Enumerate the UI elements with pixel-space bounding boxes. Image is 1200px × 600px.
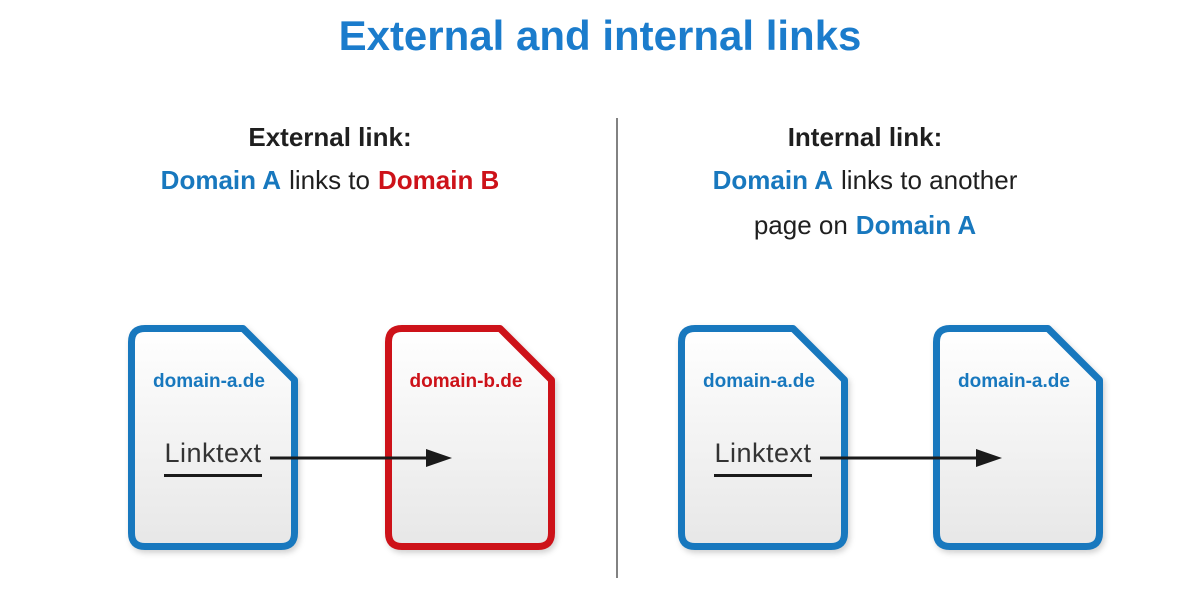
document-domain-a-target-internal: domain-a.de xyxy=(933,325,1103,550)
external-domain-a-label: Domain A xyxy=(160,165,282,195)
document-page-icon xyxy=(678,325,848,550)
document-domain-b-target-external: domain-b.de xyxy=(385,325,555,550)
internal-link-arrow-icon xyxy=(820,449,1002,467)
external-links-to-label: links to xyxy=(289,165,370,195)
internal-links-to-label: links to another xyxy=(841,165,1018,195)
document-page-icon xyxy=(128,325,298,550)
document-page-icon xyxy=(385,325,555,550)
external-link-arrow-icon xyxy=(270,449,452,467)
document-domain-label: domain-b.de xyxy=(409,371,523,392)
section-divider xyxy=(616,118,618,578)
external-domain-b-label: Domain B xyxy=(377,165,500,195)
internal-domain-a2-label: Domain A xyxy=(855,210,977,240)
document-page-icon xyxy=(933,325,1103,550)
document-domain-label: domain-a.de xyxy=(958,371,1070,392)
document-domain-label: domain-a.de xyxy=(703,371,815,392)
internal-page-on-label: page on xyxy=(753,210,848,240)
internal-link-heading: Internal link: xyxy=(787,122,943,152)
external-link-heading: External link: xyxy=(248,122,412,152)
document-domain-a-source-external: domain-a.de Linktext xyxy=(128,325,298,550)
document-domain-a-source-internal: domain-a.de Linktext xyxy=(678,325,848,550)
linktext-hyperlink[interactable]: Linktext xyxy=(714,438,812,477)
page-title: External and internal links xyxy=(338,12,862,59)
linktext-hyperlink[interactable]: Linktext xyxy=(164,438,262,477)
document-domain-label: domain-a.de xyxy=(153,371,265,392)
internal-domain-a-label: Domain A xyxy=(712,165,834,195)
